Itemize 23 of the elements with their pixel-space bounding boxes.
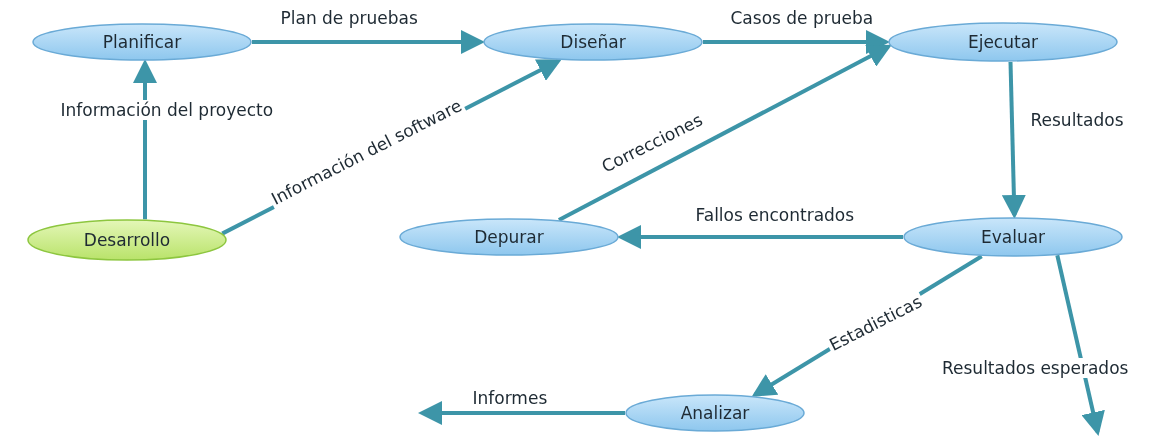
node-label: Desarrollo bbox=[83, 230, 171, 250]
process-ellipse bbox=[483, 23, 703, 61]
arrow bbox=[252, 30, 485, 54]
arrow bbox=[557, 44, 892, 222]
process-ellipse bbox=[625, 394, 805, 432]
arrow bbox=[418, 401, 625, 425]
arrow bbox=[703, 30, 890, 54]
process-ellipse bbox=[27, 219, 227, 261]
process-ellipse bbox=[399, 218, 619, 256]
node-label: Diseñar bbox=[560, 32, 626, 52]
node-label: Depurar bbox=[474, 227, 544, 247]
node-label: Planificar bbox=[102, 32, 182, 52]
arrow bbox=[1001, 61, 1026, 219]
process-ellipse bbox=[903, 217, 1123, 257]
arrow bbox=[1055, 254, 1105, 436]
process-ellipse bbox=[888, 22, 1118, 62]
arrow bbox=[133, 59, 157, 220]
edge-label: Resultados esperados bbox=[940, 358, 1131, 378]
node-label: Evaluar bbox=[980, 227, 1046, 247]
arrow bbox=[617, 225, 903, 249]
node-label: Ejecutar bbox=[967, 32, 1039, 52]
node-label: Analizar bbox=[680, 403, 750, 423]
process-ellipse bbox=[32, 23, 252, 61]
